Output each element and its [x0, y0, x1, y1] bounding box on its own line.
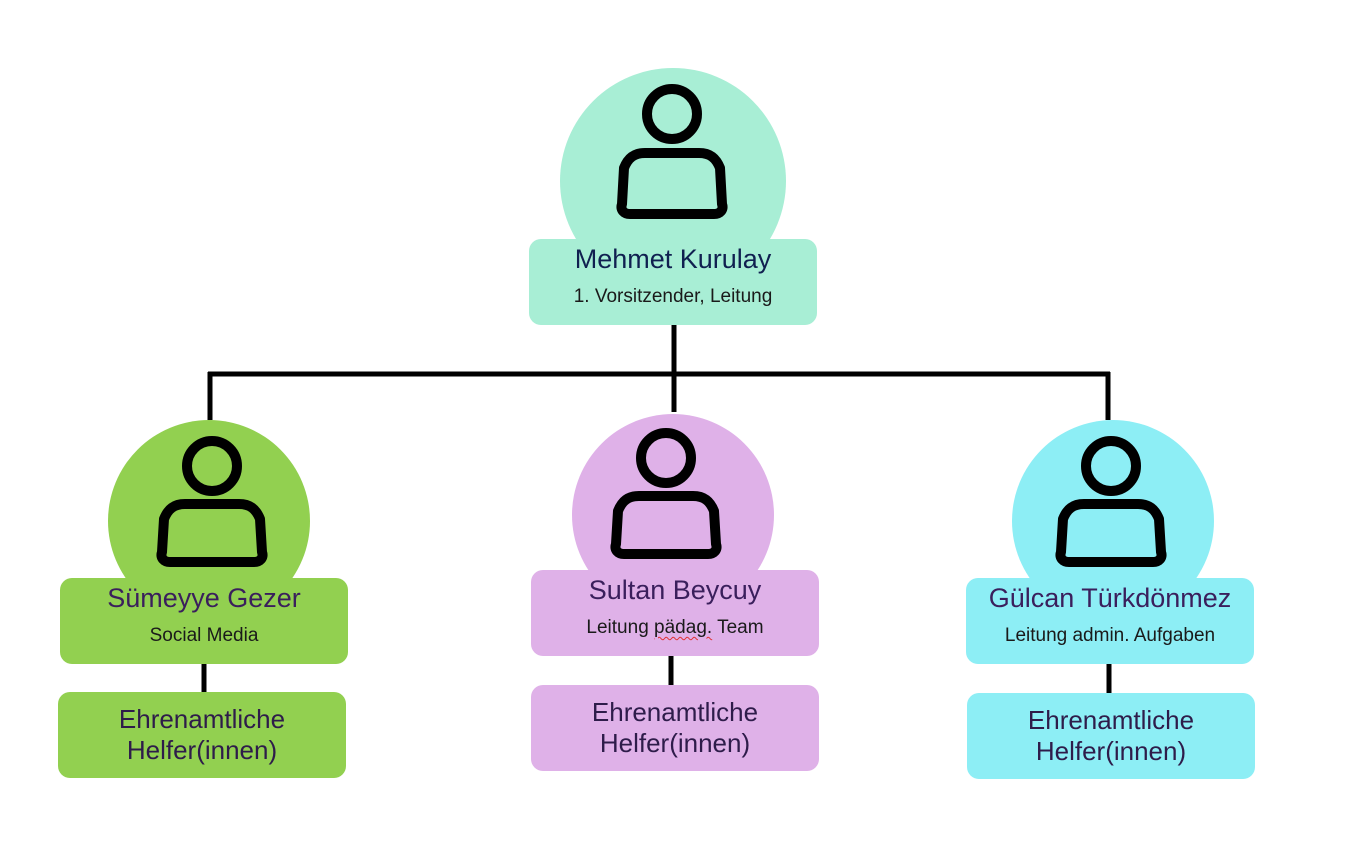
member-card-middle: Sultan Beycuy Leitung pädag. Team — [531, 570, 819, 656]
person-icon — [616, 84, 728, 219]
member-role: Leitung admin. Aufgaben — [1004, 625, 1216, 646]
root-role: 1. Vorsitzender, Leitung — [573, 286, 773, 307]
person-icon — [610, 428, 722, 559]
member-name: Sultan Beycuy — [588, 575, 762, 605]
member-role: Leitung pädag. Team — [531, 616, 819, 640]
member-role: Social Media — [149, 625, 259, 646]
helper-box-left: Ehrenamtliche Helfer(innen) — [58, 692, 346, 778]
member-role-misspelled-word: pädag. — [654, 617, 713, 638]
root-name: Mehmet Kurulay — [574, 244, 772, 274]
helper-box-middle: Ehrenamtliche Helfer(innen) — [531, 685, 819, 771]
member-role-part: Leitung — [586, 617, 655, 638]
person-icon — [156, 436, 268, 567]
member-name: Gülcan Türkdönmez — [988, 583, 1232, 613]
member-card-right: Gülcan Türkdönmez Leitung admin. Aufgabe… — [966, 578, 1254, 664]
person-icon — [1055, 436, 1167, 567]
helper-box-right: Ehrenamtliche Helfer(innen) — [967, 693, 1255, 779]
member-card-left: Sümeyye Gezer Social Media — [60, 578, 348, 664]
root-card: Mehmet Kurulay 1. Vorsitzender, Leitung — [529, 239, 817, 325]
member-role-part: Team — [712, 617, 764, 638]
member-name: Sümeyye Gezer — [107, 583, 301, 613]
